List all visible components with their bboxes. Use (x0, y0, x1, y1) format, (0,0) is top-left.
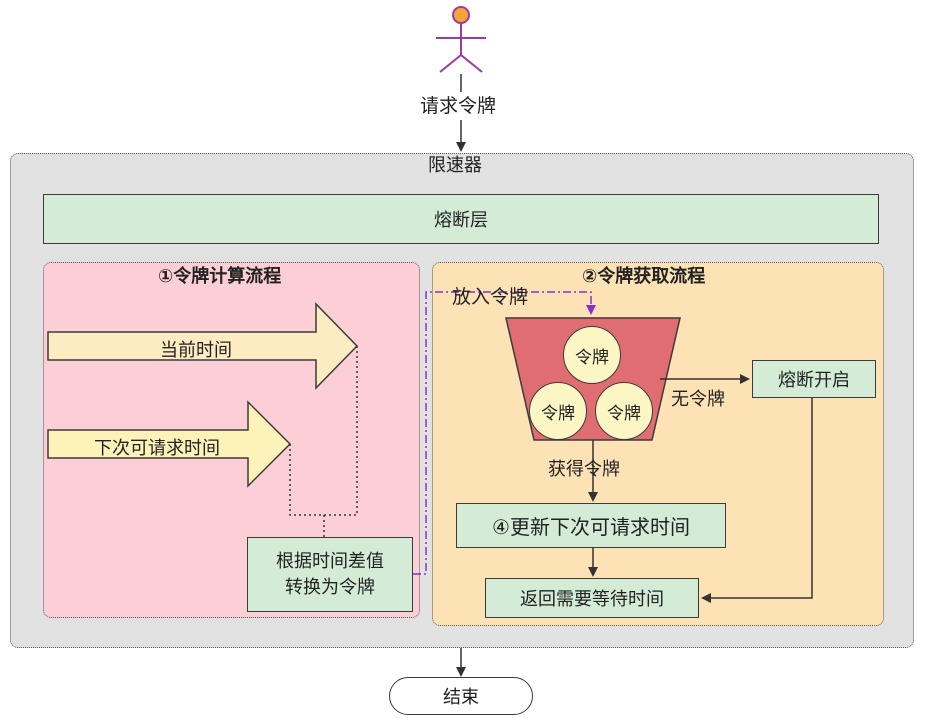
breaker-open-label: 熔断开启 (778, 370, 850, 391)
get-flow-title: ②令牌获取流程 (582, 266, 706, 287)
convert-label: 根据时间差值 转换为令牌 (276, 550, 384, 598)
circuit-layer: 熔断层 (43, 194, 879, 244)
got-token-label: 获得令牌 (548, 459, 620, 480)
put-token-path (413, 291, 596, 575)
return-wait-label: 返回需要等待时间 (520, 589, 664, 610)
end-label: 结束 (443, 687, 479, 708)
current-time-label: 当前时间 (160, 340, 232, 361)
circuit-layer-label: 熔断层 (434, 210, 488, 231)
calc-flow-title: ①令牌计算流程 (158, 266, 282, 287)
breaker-to-return-arrow (701, 398, 813, 603)
token-right: 令牌 (595, 382, 653, 440)
next-time-label: 下次可请求时间 (94, 438, 220, 459)
no-token-label: 无令牌 (671, 389, 725, 410)
actor-leg-left (439, 54, 462, 73)
breaker-open-box: 熔断开启 (752, 360, 876, 398)
put-token-label: 放入令牌 (452, 286, 529, 308)
actor-figure (436, 6, 486, 73)
actor-leg-right (460, 54, 483, 73)
next-time-arrow (47, 400, 292, 488)
token-right-label: 令牌 (607, 403, 641, 424)
update-box: ④更新下次可请求时间 (456, 503, 726, 548)
current-time-arrow (47, 302, 359, 390)
actor-head (452, 6, 470, 24)
token-left-label: 令牌 (541, 403, 575, 424)
token-left: 令牌 (529, 382, 587, 440)
merge-bracket (289, 346, 358, 516)
token-top-label: 令牌 (575, 347, 609, 368)
token-top: 令牌 (563, 326, 621, 384)
limiter-label: 限速器 (428, 155, 482, 176)
convert-box: 根据时间差值 转换为令牌 (247, 537, 413, 612)
update-label: ④更新下次可请求时间 (492, 515, 690, 539)
end-terminal: 结束 (389, 677, 533, 715)
actor-label: 请求令牌 (420, 95, 497, 117)
return-wait-box: 返回需要等待时间 (485, 578, 699, 618)
